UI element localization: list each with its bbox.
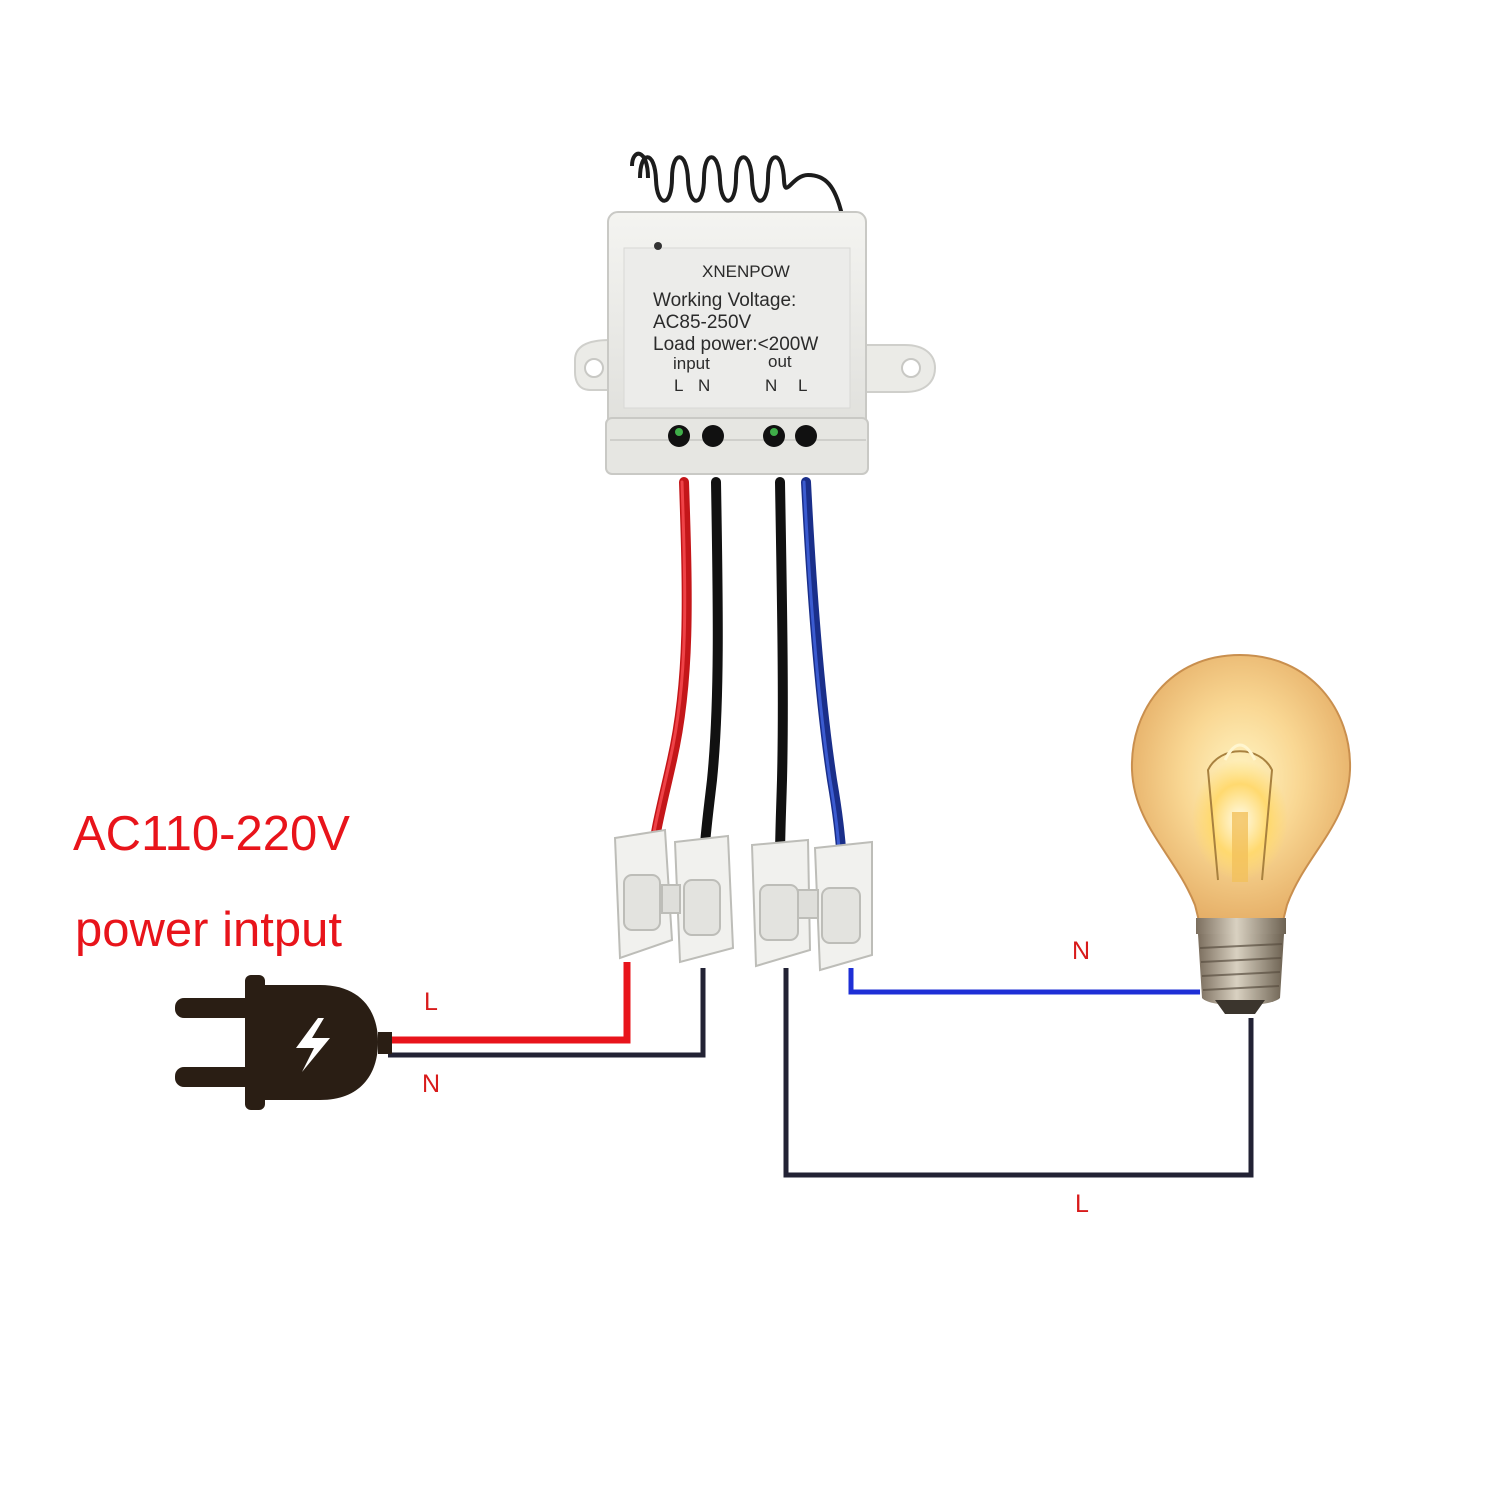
terminal-input-N [702, 425, 724, 447]
label-plug-live: L [424, 988, 438, 1016]
module-brand: XNENPOW [702, 262, 790, 281]
wire-plug-neutral [388, 968, 706, 1058]
power-input-subtitle: power intput [75, 903, 342, 957]
module-output-L: L [798, 376, 808, 395]
module-input-label: input [673, 354, 710, 373]
antenna-coil-icon [630, 151, 844, 216]
module-output-label: out [768, 352, 792, 371]
plug-icon [175, 975, 392, 1110]
lightning-icon [296, 1018, 330, 1072]
label-lamp-live: L [1075, 1190, 1089, 1218]
indicator-led [654, 242, 662, 250]
label-lamp-neutral: N [1072, 937, 1091, 965]
lead-red [647, 477, 692, 865]
mounting-hole-right [901, 358, 921, 378]
wire-lamp-live [783, 968, 1254, 1178]
lead-black-2 [775, 477, 788, 865]
relay-module [574, 211, 937, 475]
terminal-connectors [613, 828, 873, 972]
lead-black-1 [699, 477, 723, 865]
lead-blue [801, 477, 847, 865]
module-leads [647, 477, 847, 865]
module-load-power: Load power:<200W [653, 334, 819, 355]
module-output-N: N [765, 376, 778, 395]
wire-lamp-neutral [848, 968, 1200, 995]
mounting-hole-left [584, 358, 604, 378]
module-voltage-label: Working Voltage: [653, 290, 797, 311]
label-plug-neutral: N [422, 1070, 441, 1098]
module-voltage-value: AC85-250V [653, 312, 752, 333]
power-voltage-title: AC110-220V [73, 807, 350, 861]
schematic-wires [388, 962, 1254, 1178]
module-input-L: L [674, 376, 684, 395]
wire-plug-live [388, 962, 631, 1044]
light-bulb-icon [1130, 653, 1352, 1014]
terminal-output-L [795, 425, 817, 447]
module-input-N: N [698, 376, 711, 395]
